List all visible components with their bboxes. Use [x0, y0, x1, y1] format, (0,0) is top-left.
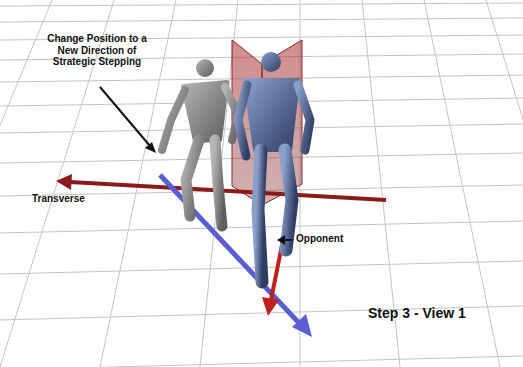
axis-label: Transverse [32, 193, 85, 205]
gray-figure [162, 59, 238, 226]
callout-label: Change Position to a New Direction of St… [36, 33, 158, 68]
callout-label: Opponent [296, 233, 343, 245]
blue-figure-opponent [238, 52, 310, 282]
leader-arrow [277, 235, 292, 245]
leader-arrow [100, 87, 156, 153]
view-caption: Step 3 - View 1 [368, 305, 466, 321]
